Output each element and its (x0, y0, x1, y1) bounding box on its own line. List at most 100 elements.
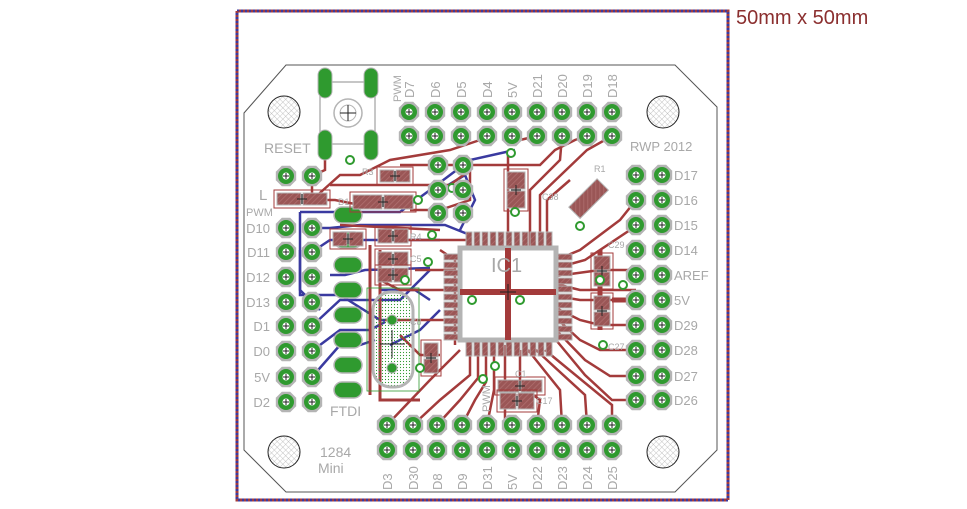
header-label-right: D16 (674, 193, 698, 208)
dimension-label: 50mm x 50mm (736, 7, 868, 29)
header-pad (275, 266, 297, 288)
header-pad (625, 389, 647, 411)
header-pad (451, 439, 473, 461)
smd-part (494, 376, 546, 396)
header-pad (601, 439, 623, 461)
header-pad (625, 164, 647, 186)
header-label-left: D0 (253, 344, 270, 359)
header-pad (427, 154, 449, 176)
smd-part-r1 (568, 178, 610, 220)
header-pad (551, 439, 573, 461)
header-pad (651, 389, 673, 411)
header-label-bottom: D22 (530, 466, 545, 490)
header-pad (301, 391, 323, 413)
mounting-hole-icon (646, 435, 680, 469)
header-label-left: 5V (254, 370, 270, 385)
part-label: C17 (536, 396, 553, 406)
part-label: C27 (608, 342, 625, 352)
mounting-hole-icon (646, 95, 680, 129)
header-pad (398, 101, 420, 123)
reset-label: RESET (264, 140, 311, 156)
part-label: C1 (515, 369, 527, 379)
header-pad (651, 339, 673, 361)
header-pad (450, 101, 472, 123)
header-label-top: D6 (428, 81, 443, 98)
header-label-top: D4 (480, 81, 495, 98)
header-pad (551, 414, 573, 436)
header-pad (301, 291, 323, 313)
via (478, 374, 488, 384)
header-pad (275, 241, 297, 263)
header-label-top: 5V (505, 82, 520, 98)
smd-part (503, 168, 529, 212)
header-pad (424, 101, 446, 123)
header-pad (651, 314, 673, 336)
header-pad (651, 214, 673, 236)
header-pad (551, 125, 573, 147)
header-pad (424, 125, 446, 147)
header-pad (625, 264, 647, 286)
header-pad (301, 217, 323, 239)
header-label-top: D19 (580, 74, 595, 98)
smd-part (376, 166, 414, 186)
header-label-bottom: D25 (605, 466, 620, 490)
header-pad (398, 125, 420, 147)
via (575, 221, 585, 231)
header-label-top: D20 (555, 74, 570, 98)
header-label-left: D1 (253, 319, 270, 334)
via (423, 257, 433, 267)
header-label-bottom: 5V (505, 474, 520, 490)
header-pad (301, 340, 323, 362)
header-pad (426, 439, 448, 461)
header-pad (450, 125, 472, 147)
header-pad (275, 366, 297, 388)
header-label-bottom: D24 (580, 466, 595, 490)
header-label-top: D5 (454, 81, 469, 98)
header-pad (601, 101, 623, 123)
header-pad (501, 439, 523, 461)
pwm-label-bottom: PWM (481, 385, 493, 412)
board-outline (243, 64, 718, 493)
header-pad (452, 202, 474, 224)
via (598, 340, 608, 350)
via (413, 195, 423, 205)
header-pad (301, 165, 323, 187)
header-pad (476, 125, 498, 147)
header-label-right: D26 (674, 393, 698, 408)
smd-part (590, 292, 614, 330)
header-pad (526, 101, 548, 123)
via (510, 207, 520, 217)
vias (345, 148, 628, 384)
header-pad (625, 189, 647, 211)
reset-button-footprint (317, 67, 379, 161)
via (467, 295, 477, 305)
header-pad (275, 217, 297, 239)
board-dimension-outline (235, 9, 730, 502)
smd-part (273, 189, 331, 209)
via (415, 363, 425, 373)
board-name-line2: Mini (318, 460, 344, 476)
via (427, 230, 437, 240)
crystal-footprint (366, 287, 420, 392)
header-pad (476, 414, 498, 436)
header-label-left: D10 (246, 221, 270, 236)
header-pads (275, 101, 673, 461)
header-pad (526, 125, 548, 147)
header-pad (301, 366, 323, 388)
header-pad (576, 125, 598, 147)
header-pad (651, 365, 673, 387)
header-label-bottom: D30 (406, 466, 421, 490)
header-pad (625, 339, 647, 361)
header-pad (576, 439, 598, 461)
smd-part (349, 191, 417, 213)
header-label-bottom: D31 (480, 466, 495, 490)
mounting-hole-icon (267, 95, 301, 129)
header-pad (301, 241, 323, 263)
header-pad (301, 315, 323, 337)
led-label: L (259, 187, 267, 204)
header-pad (376, 414, 398, 436)
header-label-right: D15 (674, 218, 698, 233)
header-pad (651, 164, 673, 186)
